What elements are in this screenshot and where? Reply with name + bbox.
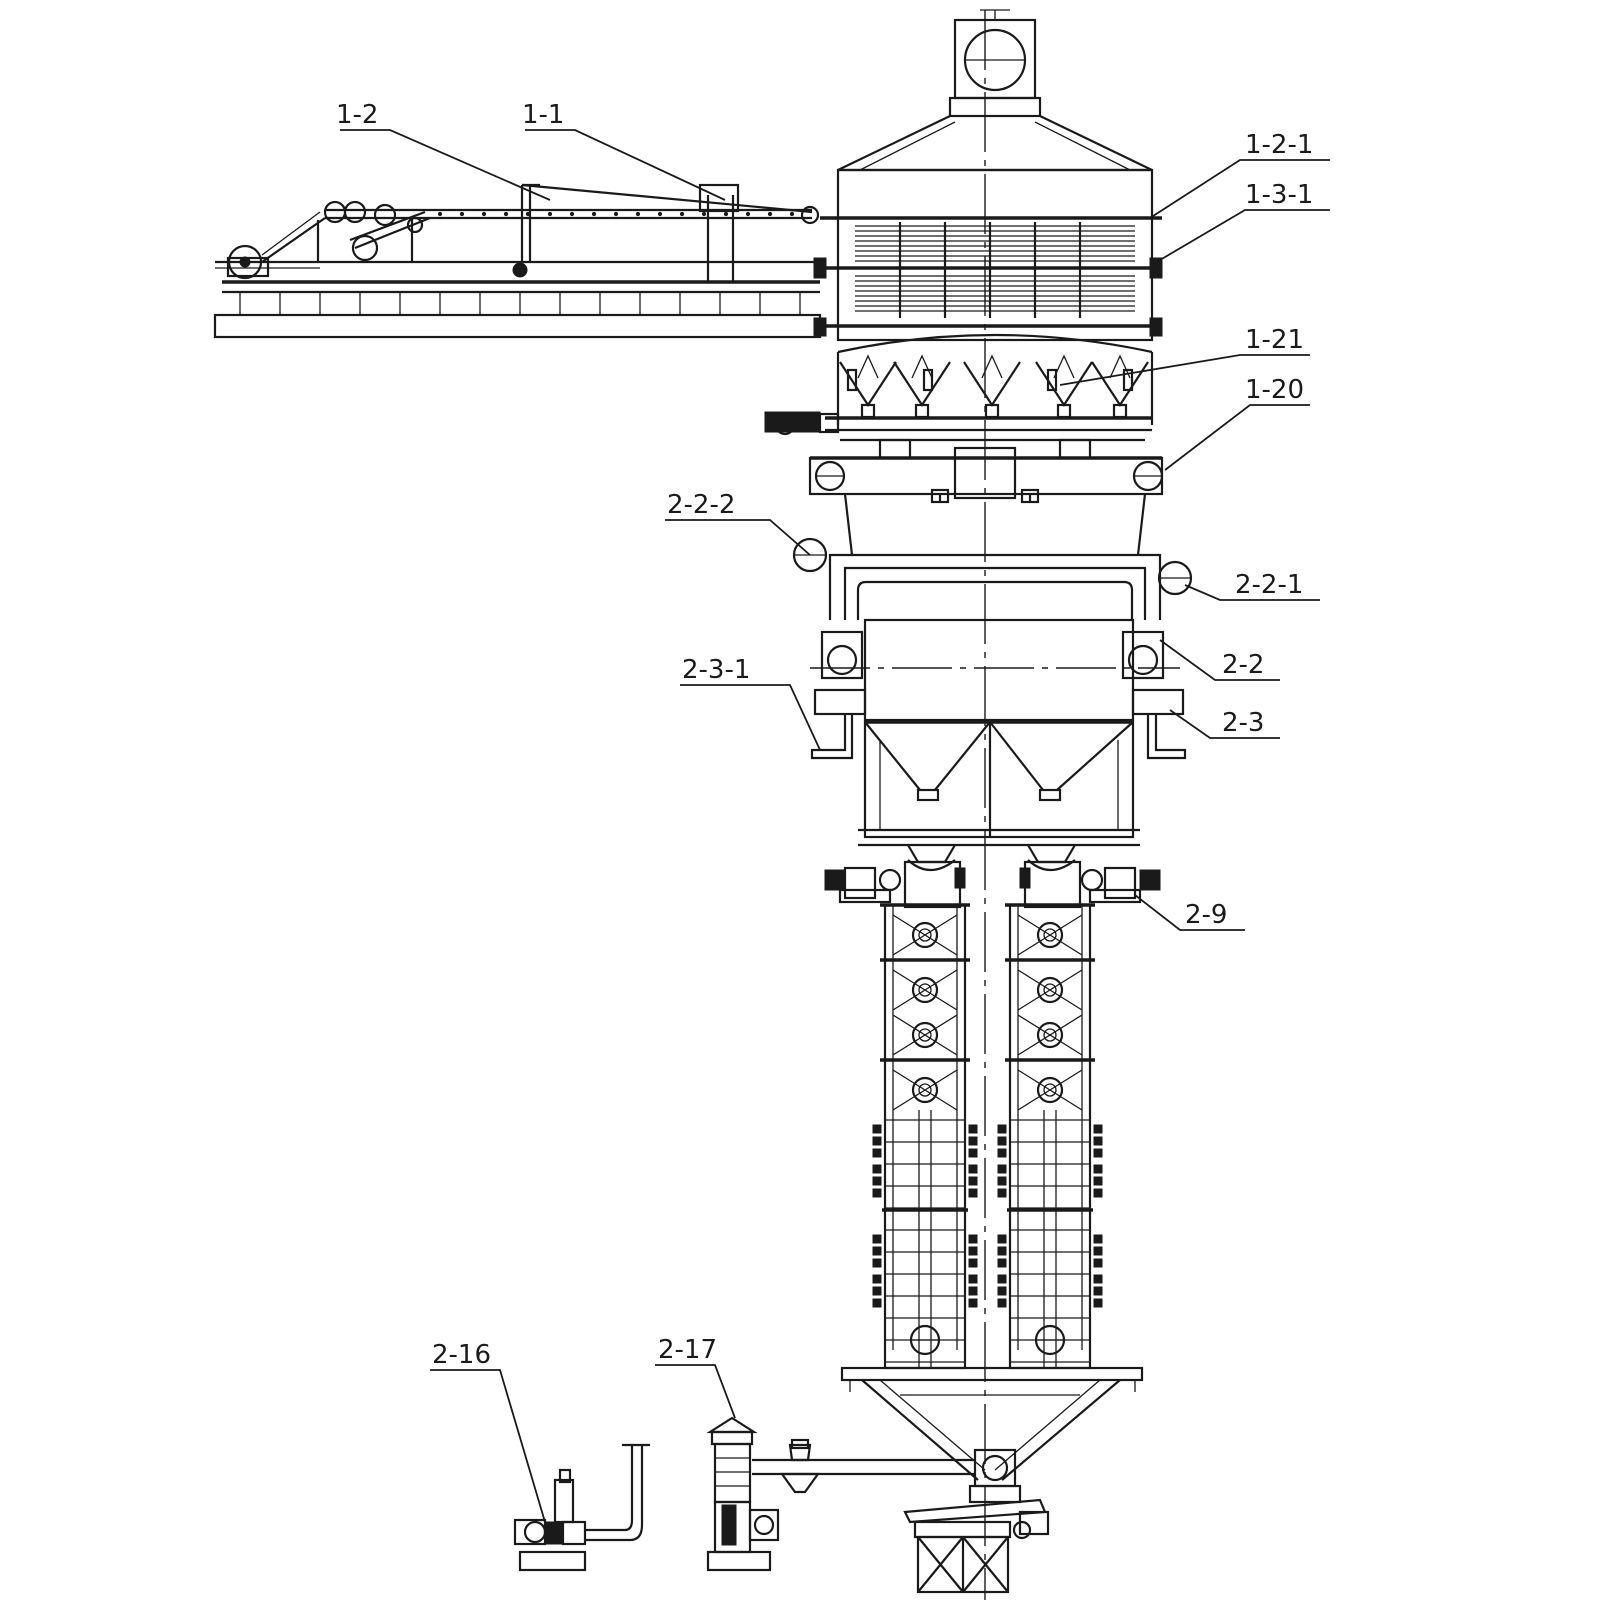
callout-labels: 1-2 1-1 1-2-1 1-3-1 1-21 1-20 2-2-2 2-2-…	[336, 100, 1313, 1370]
exhaust-outlet	[948, 9, 1042, 118]
loop-pipe-2-2-1	[792, 537, 1193, 620]
box-bottom-arch	[837, 333, 1153, 354]
label-2-9: 2-9	[1185, 900, 1227, 930]
leader-lines	[340, 129, 1330, 1523]
label-2-2-1: 2-2-1	[1235, 570, 1303, 600]
valve-station-left	[824, 844, 966, 909]
label-2-3-1: 2-3-1	[682, 655, 750, 685]
label-1-20: 1-20	[1245, 375, 1304, 405]
valve-station-right	[1019, 844, 1161, 909]
screw-feeder-drive	[764, 411, 840, 436]
conveyor-tilt-rail	[521, 183, 813, 214]
conveyor-drive-left	[226, 183, 820, 280]
discharge-feeder-stand	[903, 1498, 1050, 1594]
label-1-21: 1-21	[1245, 325, 1304, 355]
label-2-16: 2-16	[432, 1340, 491, 1370]
rotary-valve	[968, 1448, 1022, 1504]
conveyor-frame	[213, 183, 822, 339]
conveyor-belt-rollers	[437, 211, 795, 217]
label-1-2: 1-2	[336, 100, 378, 130]
transition-taper	[843, 493, 1147, 556]
base-platform	[840, 1366, 1144, 1481]
label-2-3: 2-3	[1222, 708, 1264, 738]
label-2-17: 2-17	[658, 1335, 717, 1365]
twin-columns	[872, 903, 1103, 1370]
pump-unit-2-16	[513, 1443, 650, 1572]
screen-panel-grid	[855, 222, 1135, 318]
label-1-3-1: 1-3-1	[1245, 180, 1313, 210]
collector-header-1-20	[808, 438, 1164, 504]
label-1-2-1: 1-2-1	[1245, 130, 1313, 160]
fan-unit-2-17	[706, 1416, 780, 1572]
top-hood	[837, 115, 1153, 172]
lower-chamber-2-2	[810, 618, 1187, 760]
twin-hoppers	[858, 720, 1140, 847]
small-hoppers	[825, 352, 1154, 442]
discharge-pipe	[752, 1438, 975, 1494]
label-2-2-2: 2-2-2	[667, 490, 735, 520]
label-1-1: 1-1	[522, 100, 564, 130]
upper-box-housing	[813, 168, 1163, 342]
label-2-2: 2-2	[1222, 650, 1264, 680]
